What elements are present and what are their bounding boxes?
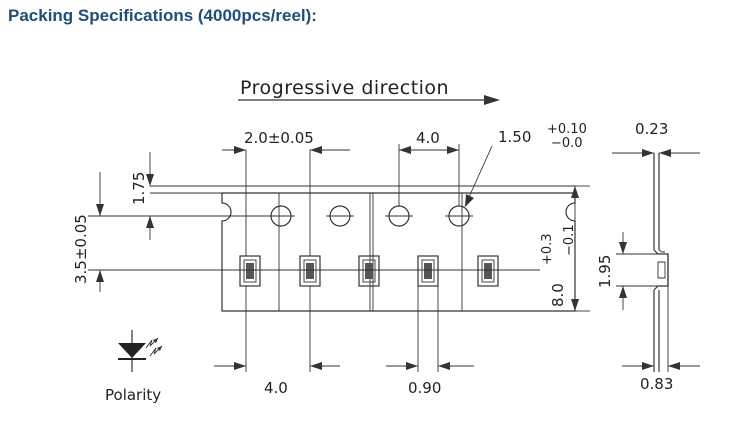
pocket bbox=[299, 255, 321, 287]
led-polarity-icon bbox=[118, 330, 163, 372]
svg-text:−0.1: −0.1 bbox=[562, 224, 577, 256]
direction-label: Progressive direction bbox=[240, 77, 449, 99]
dim-pocket-pitch: 4.0 bbox=[214, 286, 340, 397]
svg-text:1.75: 1.75 bbox=[130, 172, 148, 205]
pocket bbox=[477, 255, 499, 287]
dim-edge-to-hole: 1.75 bbox=[130, 152, 267, 240]
pocket bbox=[239, 255, 261, 287]
svg-text:−0.0: −0.0 bbox=[551, 136, 583, 151]
svg-text:+0.10: +0.10 bbox=[547, 122, 587, 137]
svg-text:0.90: 0.90 bbox=[408, 379, 441, 397]
dim-hole-diameter: 1.50 +0.10 −0.0 bbox=[464, 122, 587, 207]
sprocket-holes bbox=[267, 205, 473, 227]
dim-pocket-width: 0.90 bbox=[386, 286, 474, 397]
svg-text:4.0: 4.0 bbox=[264, 379, 288, 397]
pocket bbox=[358, 255, 380, 287]
dim-pocket-thickness: 0.83 bbox=[622, 286, 700, 393]
pocket bbox=[417, 255, 439, 287]
carrier-tape bbox=[150, 185, 576, 312]
svg-text:0.23: 0.23 bbox=[635, 120, 668, 138]
dim-tape-width: 8.0 +0.3 −0.1 bbox=[540, 185, 590, 312]
dim-hole-to-pocket: 3.5±0.05 bbox=[72, 172, 140, 292]
svg-text:+0.3: +0.3 bbox=[540, 233, 555, 265]
svg-text:3.5±0.05: 3.5±0.05 bbox=[72, 214, 90, 284]
tape-side-view bbox=[653, 153, 669, 372]
direction-arrow bbox=[238, 95, 500, 105]
svg-text:1.50: 1.50 bbox=[498, 128, 531, 146]
dim-sprocket-to-pocket: 2.0±0.05 bbox=[222, 129, 350, 256]
svg-text:0.83: 0.83 bbox=[640, 375, 673, 393]
polarity-label: Polarity bbox=[105, 386, 161, 404]
svg-text:8.0: 8.0 bbox=[549, 283, 567, 307]
svg-text:4.0: 4.0 bbox=[416, 129, 440, 147]
page-title: Packing Specifications (4000pcs/reel): bbox=[8, 6, 317, 25]
svg-text:2.0±0.05: 2.0±0.05 bbox=[244, 129, 314, 147]
dim-tape-thickness: 0.23 bbox=[612, 120, 700, 157]
svg-text:1.95: 1.95 bbox=[596, 255, 614, 288]
dim-hole-pitch: 4.0 bbox=[398, 129, 460, 206]
dim-pocket-depth: 1.95 bbox=[596, 232, 658, 310]
